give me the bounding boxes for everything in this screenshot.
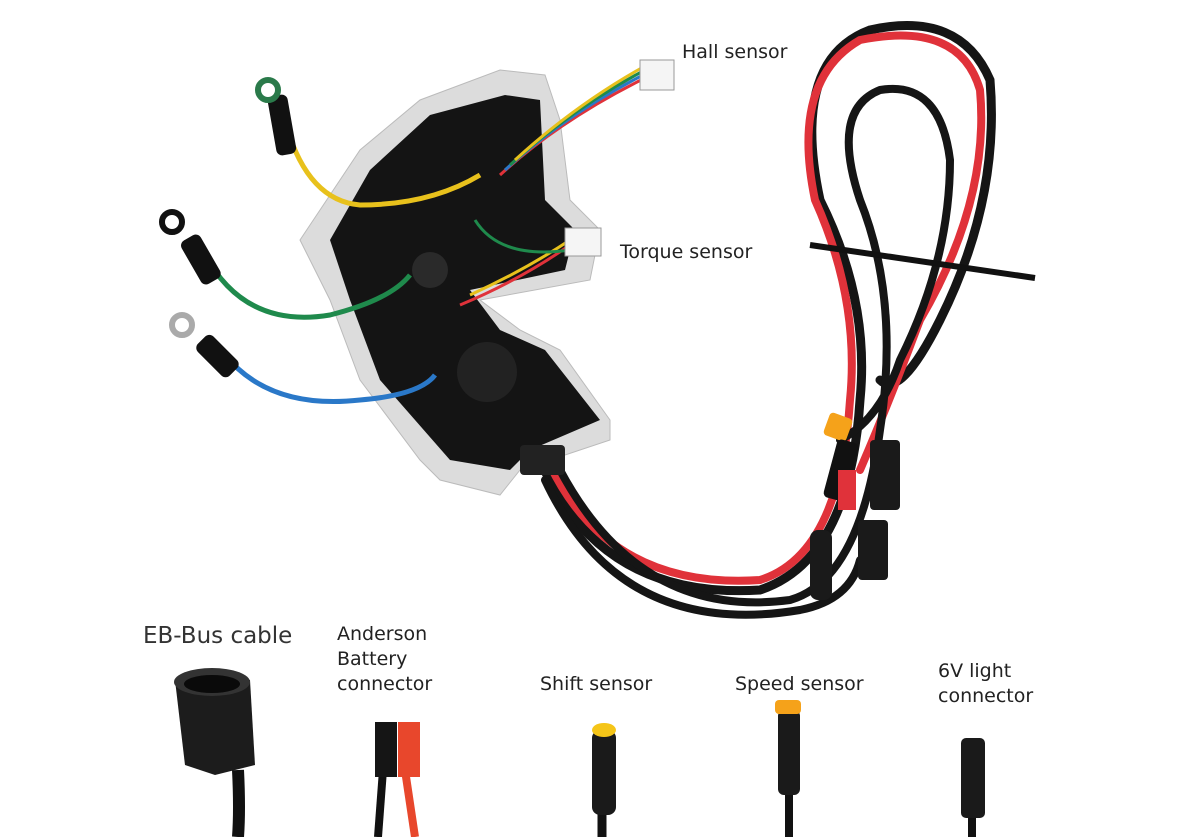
- torque-sensor-plug: [564, 227, 602, 257]
- eb-bus-cable-label: EB-Bus cable: [143, 623, 293, 649]
- torque-sensor-wires: [459, 219, 571, 307]
- speed-sensor-label: Speed sensor: [735, 673, 864, 695]
- anderson-label: Anderson Battery connector: [337, 622, 432, 697]
- speed-sensor-connector: [775, 700, 801, 837]
- hall-sensor-label: Hall sensor: [682, 41, 788, 63]
- light-label-line2: connector: [938, 685, 1034, 707]
- anderson-connector: [374, 722, 420, 837]
- eb-bus-connector: [174, 668, 255, 837]
- light-label-line1: 6V light: [938, 660, 1012, 682]
- light-connector-label: 6V light connector: [938, 659, 1033, 709]
- anderson-label-line3: connector: [337, 673, 433, 695]
- torque-sensor-label: Torque sensor: [620, 241, 753, 263]
- hall-sensor-plug: [639, 59, 675, 91]
- green-wire: [197, 243, 412, 320]
- main-harness: [535, 21, 996, 619]
- anderson-label-line2: Battery: [337, 648, 408, 670]
- light-connector: [961, 738, 985, 837]
- orange-connector: [823, 412, 853, 442]
- controller-board: [330, 95, 600, 470]
- anderson-label-line1: Anderson: [337, 623, 428, 645]
- blue-wire: [223, 353, 437, 405]
- hall-sensor-wires: [498, 64, 646, 177]
- shift-sensor-label: Shift sensor: [540, 673, 653, 695]
- shift-sensor-connector: [592, 723, 616, 837]
- cable-tie: [809, 242, 1036, 281]
- capacitor: [457, 342, 517, 402]
